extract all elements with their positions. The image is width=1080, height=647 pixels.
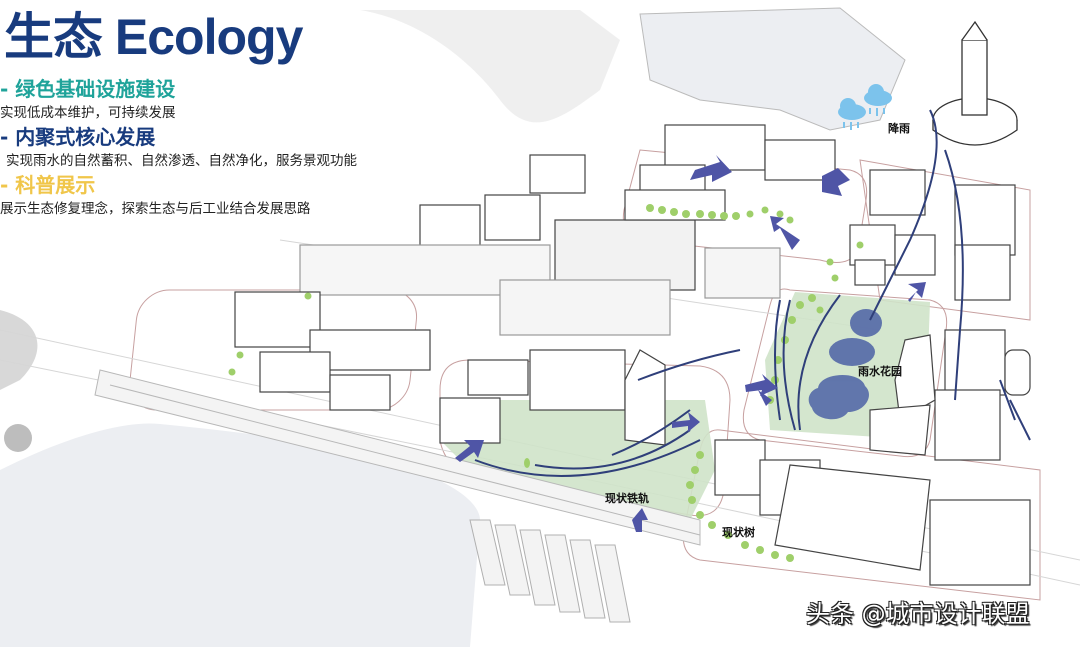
water-flow-lines <box>474 109 1031 477</box>
section-heading-green-infrastructure: - 绿色基础设施建设 <box>0 77 176 101</box>
buildings <box>234 124 1031 586</box>
trees <box>228 204 864 562</box>
rain-cloud-icons <box>838 84 892 130</box>
section-body-green-infrastructure: 实现低成本维护，可持续发展 <box>0 105 176 121</box>
section-heading-science-display: - 科普展示 <box>0 173 96 197</box>
section-heading-core-development: - 内聚式核心发展 <box>0 125 156 149</box>
lake-water <box>0 423 480 647</box>
label-rain-garden: 雨水花园 <box>858 365 902 378</box>
label-existing-railway: 现状铁轨 <box>605 492 649 505</box>
label-rainfall: 降雨 <box>888 122 910 135</box>
rain-garden-ponds <box>808 309 882 420</box>
label-existing-trees: 现状树 <box>722 526 755 539</box>
page-title: 生态 Ecology <box>4 9 303 65</box>
industrial-tower <box>932 20 1018 146</box>
feature-list: - 绿色基础设施建设 实现低成本维护，可持续发展 - 内聚式核心发展 实现雨水的… <box>0 76 410 220</box>
section-body-core-development: 实现雨水的自然蓄积、自然渗透、自然净化，服务景观功能 <box>6 153 357 169</box>
section-body-science-display: 展示生态修复理念，探索生态与后工业结合发展思路 <box>0 201 311 217</box>
rain-garden-area <box>765 292 930 440</box>
reservoir <box>639 7 906 131</box>
flow-arrow-icons <box>455 155 926 532</box>
watermark: 头条 @城市设计联盟 <box>806 600 1030 628</box>
